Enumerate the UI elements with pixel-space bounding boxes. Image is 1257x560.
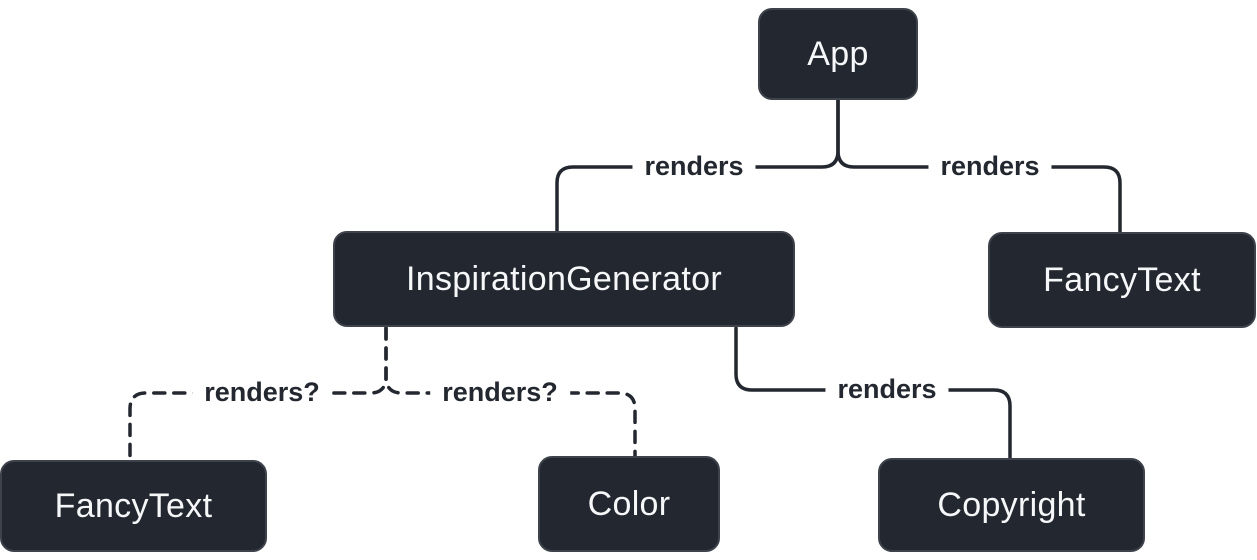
edge-label-app-inspirationgenerator: renders — [632, 150, 756, 184]
node-fancytext-top-label: FancyText — [1043, 260, 1201, 299]
node-app-label: App — [807, 34, 869, 73]
node-app: App — [758, 8, 918, 100]
node-inspirationgenerator-label: InspirationGenerator — [406, 259, 722, 298]
node-fancytext-bottom-label: FancyText — [54, 486, 213, 525]
node-copyright: Copyright — [878, 458, 1145, 552]
node-color: Color — [538, 456, 720, 552]
edge-label-inspirationgenerator-copyright: renders — [825, 373, 949, 407]
edge-label-app-fancytext: renders — [928, 150, 1052, 184]
node-fancytext-top: FancyText — [988, 232, 1256, 328]
node-fancytext-bottom: FancyText — [0, 460, 267, 552]
edge-label-inspirationgenerator-color: renders? — [430, 376, 570, 410]
node-copyright-label: Copyright — [937, 485, 1086, 524]
node-inspirationgenerator: InspirationGenerator — [333, 231, 795, 327]
node-color-label: Color — [587, 484, 671, 523]
edge-label-inspirationgenerator-fancytext: renders? — [192, 376, 332, 410]
